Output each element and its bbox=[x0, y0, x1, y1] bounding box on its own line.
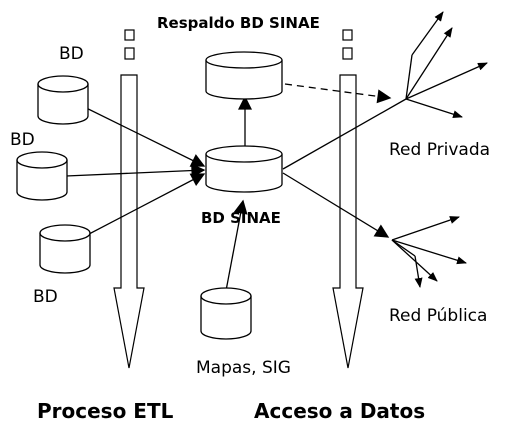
connector-bd3-to-sinae bbox=[67, 173, 206, 246]
maps-label: Mapas, SIG bbox=[196, 358, 291, 378]
connector-sinae-to-public bbox=[282, 172, 390, 238]
source-database-bottom-icon bbox=[39, 224, 91, 274]
private-network-label: Red Privada bbox=[389, 140, 490, 160]
access-segment-middle bbox=[342, 47, 353, 60]
etl-segment-middle bbox=[124, 47, 135, 60]
connector-backup-to-private-dashed bbox=[284, 83, 392, 104]
source-db-top-label: BD bbox=[59, 44, 84, 64]
access-arrow-shape bbox=[332, 74, 364, 369]
data-access-label: Acceso a Datos bbox=[254, 399, 425, 421]
private-network-fanout bbox=[405, 11, 488, 119]
source-db-middle-label: BD bbox=[10, 130, 35, 150]
connector-sinae-to-private bbox=[282, 98, 407, 170]
source-db-bottom-label: BD bbox=[33, 287, 58, 307]
maps-database-icon bbox=[200, 287, 252, 340]
etl-segment-top bbox=[124, 29, 135, 41]
central-database-icon bbox=[205, 145, 283, 193]
source-database-middle-icon bbox=[16, 151, 68, 201]
public-network-fanout bbox=[391, 216, 467, 288]
etl-arrow-shape bbox=[113, 74, 145, 369]
public-network-label: Red Pública bbox=[389, 306, 487, 326]
connector-bd2-to-sinae bbox=[65, 163, 206, 178]
access-pipeline-arrow bbox=[332, 29, 364, 369]
backup-database-icon bbox=[205, 51, 283, 100]
central-db-label: BD SINAE bbox=[201, 209, 281, 227]
backup-db-label: Respaldo BD SINAE bbox=[157, 14, 320, 32]
access-segment-top bbox=[342, 29, 353, 41]
source-database-top-icon bbox=[37, 75, 89, 125]
connector-maps-to-sinae bbox=[224, 199, 248, 297]
etl-process-label: Proceso ETL bbox=[37, 399, 174, 421]
connector-bd1-to-sinae bbox=[65, 97, 206, 167]
etl-pipeline-arrow bbox=[113, 29, 145, 369]
